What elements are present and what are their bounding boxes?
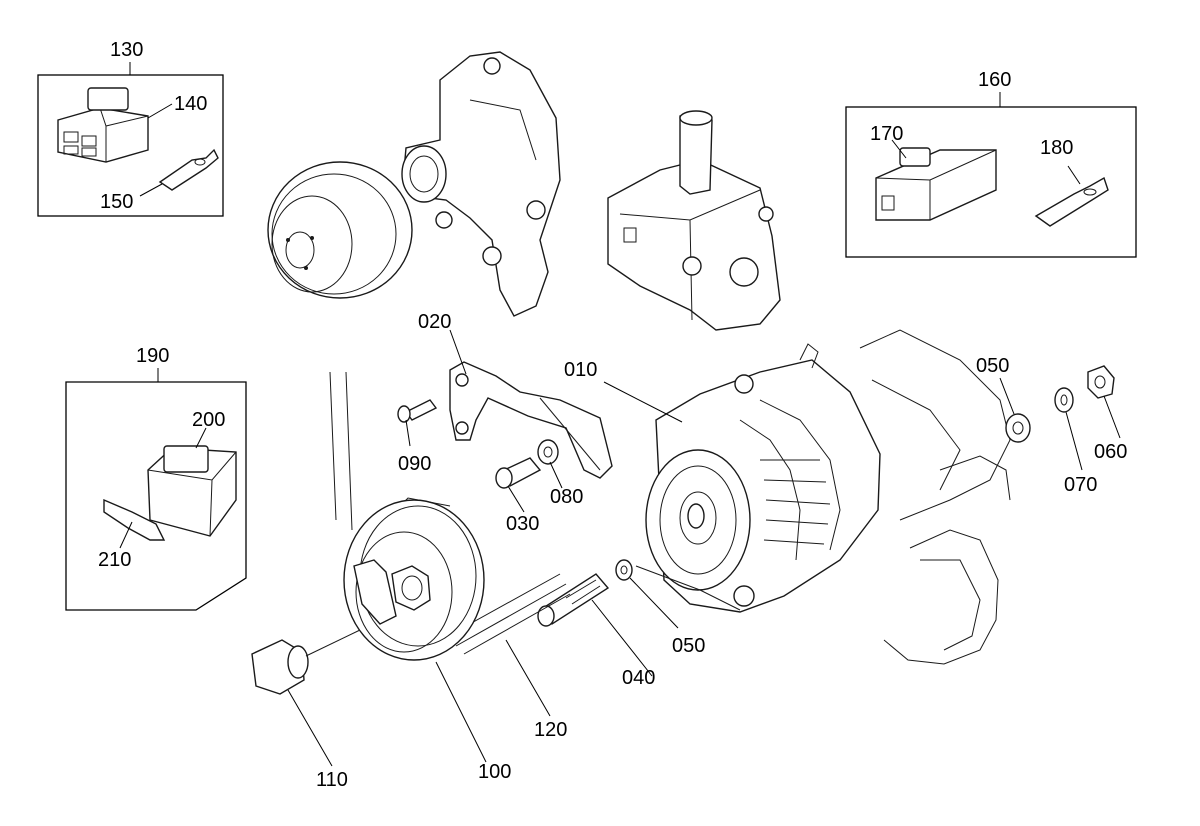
- water-pump-body: [401, 51, 561, 317]
- nut-060[interactable]: [1087, 365, 1115, 399]
- label-010: 010: [564, 359, 597, 381]
- spring-washer-070[interactable]: [1054, 387, 1074, 413]
- terminal-210[interactable]: [103, 498, 166, 541]
- inset-box-190: [65, 368, 247, 611]
- alternator-010[interactable]: [645, 343, 881, 613]
- washer-050-right[interactable]: [1005, 413, 1031, 443]
- label-140: 140: [174, 93, 207, 115]
- bolt-040[interactable]: [537, 573, 610, 627]
- bolt-030[interactable]: [495, 457, 542, 489]
- water-pump-pulley: [267, 161, 413, 299]
- label-080: 080: [550, 486, 583, 508]
- crank-pulley-100[interactable]: [343, 499, 485, 661]
- label-190: 190: [136, 345, 169, 367]
- label-130: 130: [110, 39, 143, 61]
- label-050-right: 050: [976, 355, 1009, 377]
- label-110: 110: [316, 769, 348, 791]
- label-040: 040: [622, 667, 655, 689]
- label-060: 060: [1094, 441, 1127, 463]
- bracket-020[interactable]: [449, 361, 613, 479]
- label-070: 070: [1064, 474, 1097, 496]
- label-120: 120: [534, 719, 567, 741]
- label-200: 200: [192, 409, 225, 431]
- label-090: 090: [398, 453, 431, 475]
- label-160: 160: [978, 69, 1011, 91]
- engine-mount-plate: [859, 329, 1011, 665]
- terminal-150[interactable]: [158, 148, 219, 191]
- label-150: 150: [100, 191, 133, 213]
- label-210: 210: [98, 549, 131, 571]
- bolt-090[interactable]: [397, 399, 438, 423]
- label-180: 180: [1040, 137, 1073, 159]
- label-100: 100: [478, 761, 511, 783]
- connector-170[interactable]: [875, 147, 997, 221]
- label-170: 170: [870, 123, 903, 145]
- thermostat-housing: [607, 110, 781, 331]
- label-050-lower: 050: [672, 635, 705, 657]
- label-020: 020: [418, 311, 451, 333]
- washer-050-lower[interactable]: [615, 559, 633, 581]
- inset-box-160: [845, 92, 1137, 258]
- connector-140[interactable]: [57, 87, 149, 163]
- washer-080[interactable]: [537, 439, 559, 465]
- terminal-180[interactable]: [1034, 176, 1109, 227]
- inset-box-130: [37, 62, 224, 217]
- leader-lines: [287, 329, 1121, 767]
- pulley-bolt-110[interactable]: [251, 629, 361, 695]
- connector-200[interactable]: [147, 445, 237, 537]
- part-labels: 130 140 150 160 170 180 190 200 210 020 …: [98, 39, 1127, 791]
- label-030: 030: [506, 513, 539, 535]
